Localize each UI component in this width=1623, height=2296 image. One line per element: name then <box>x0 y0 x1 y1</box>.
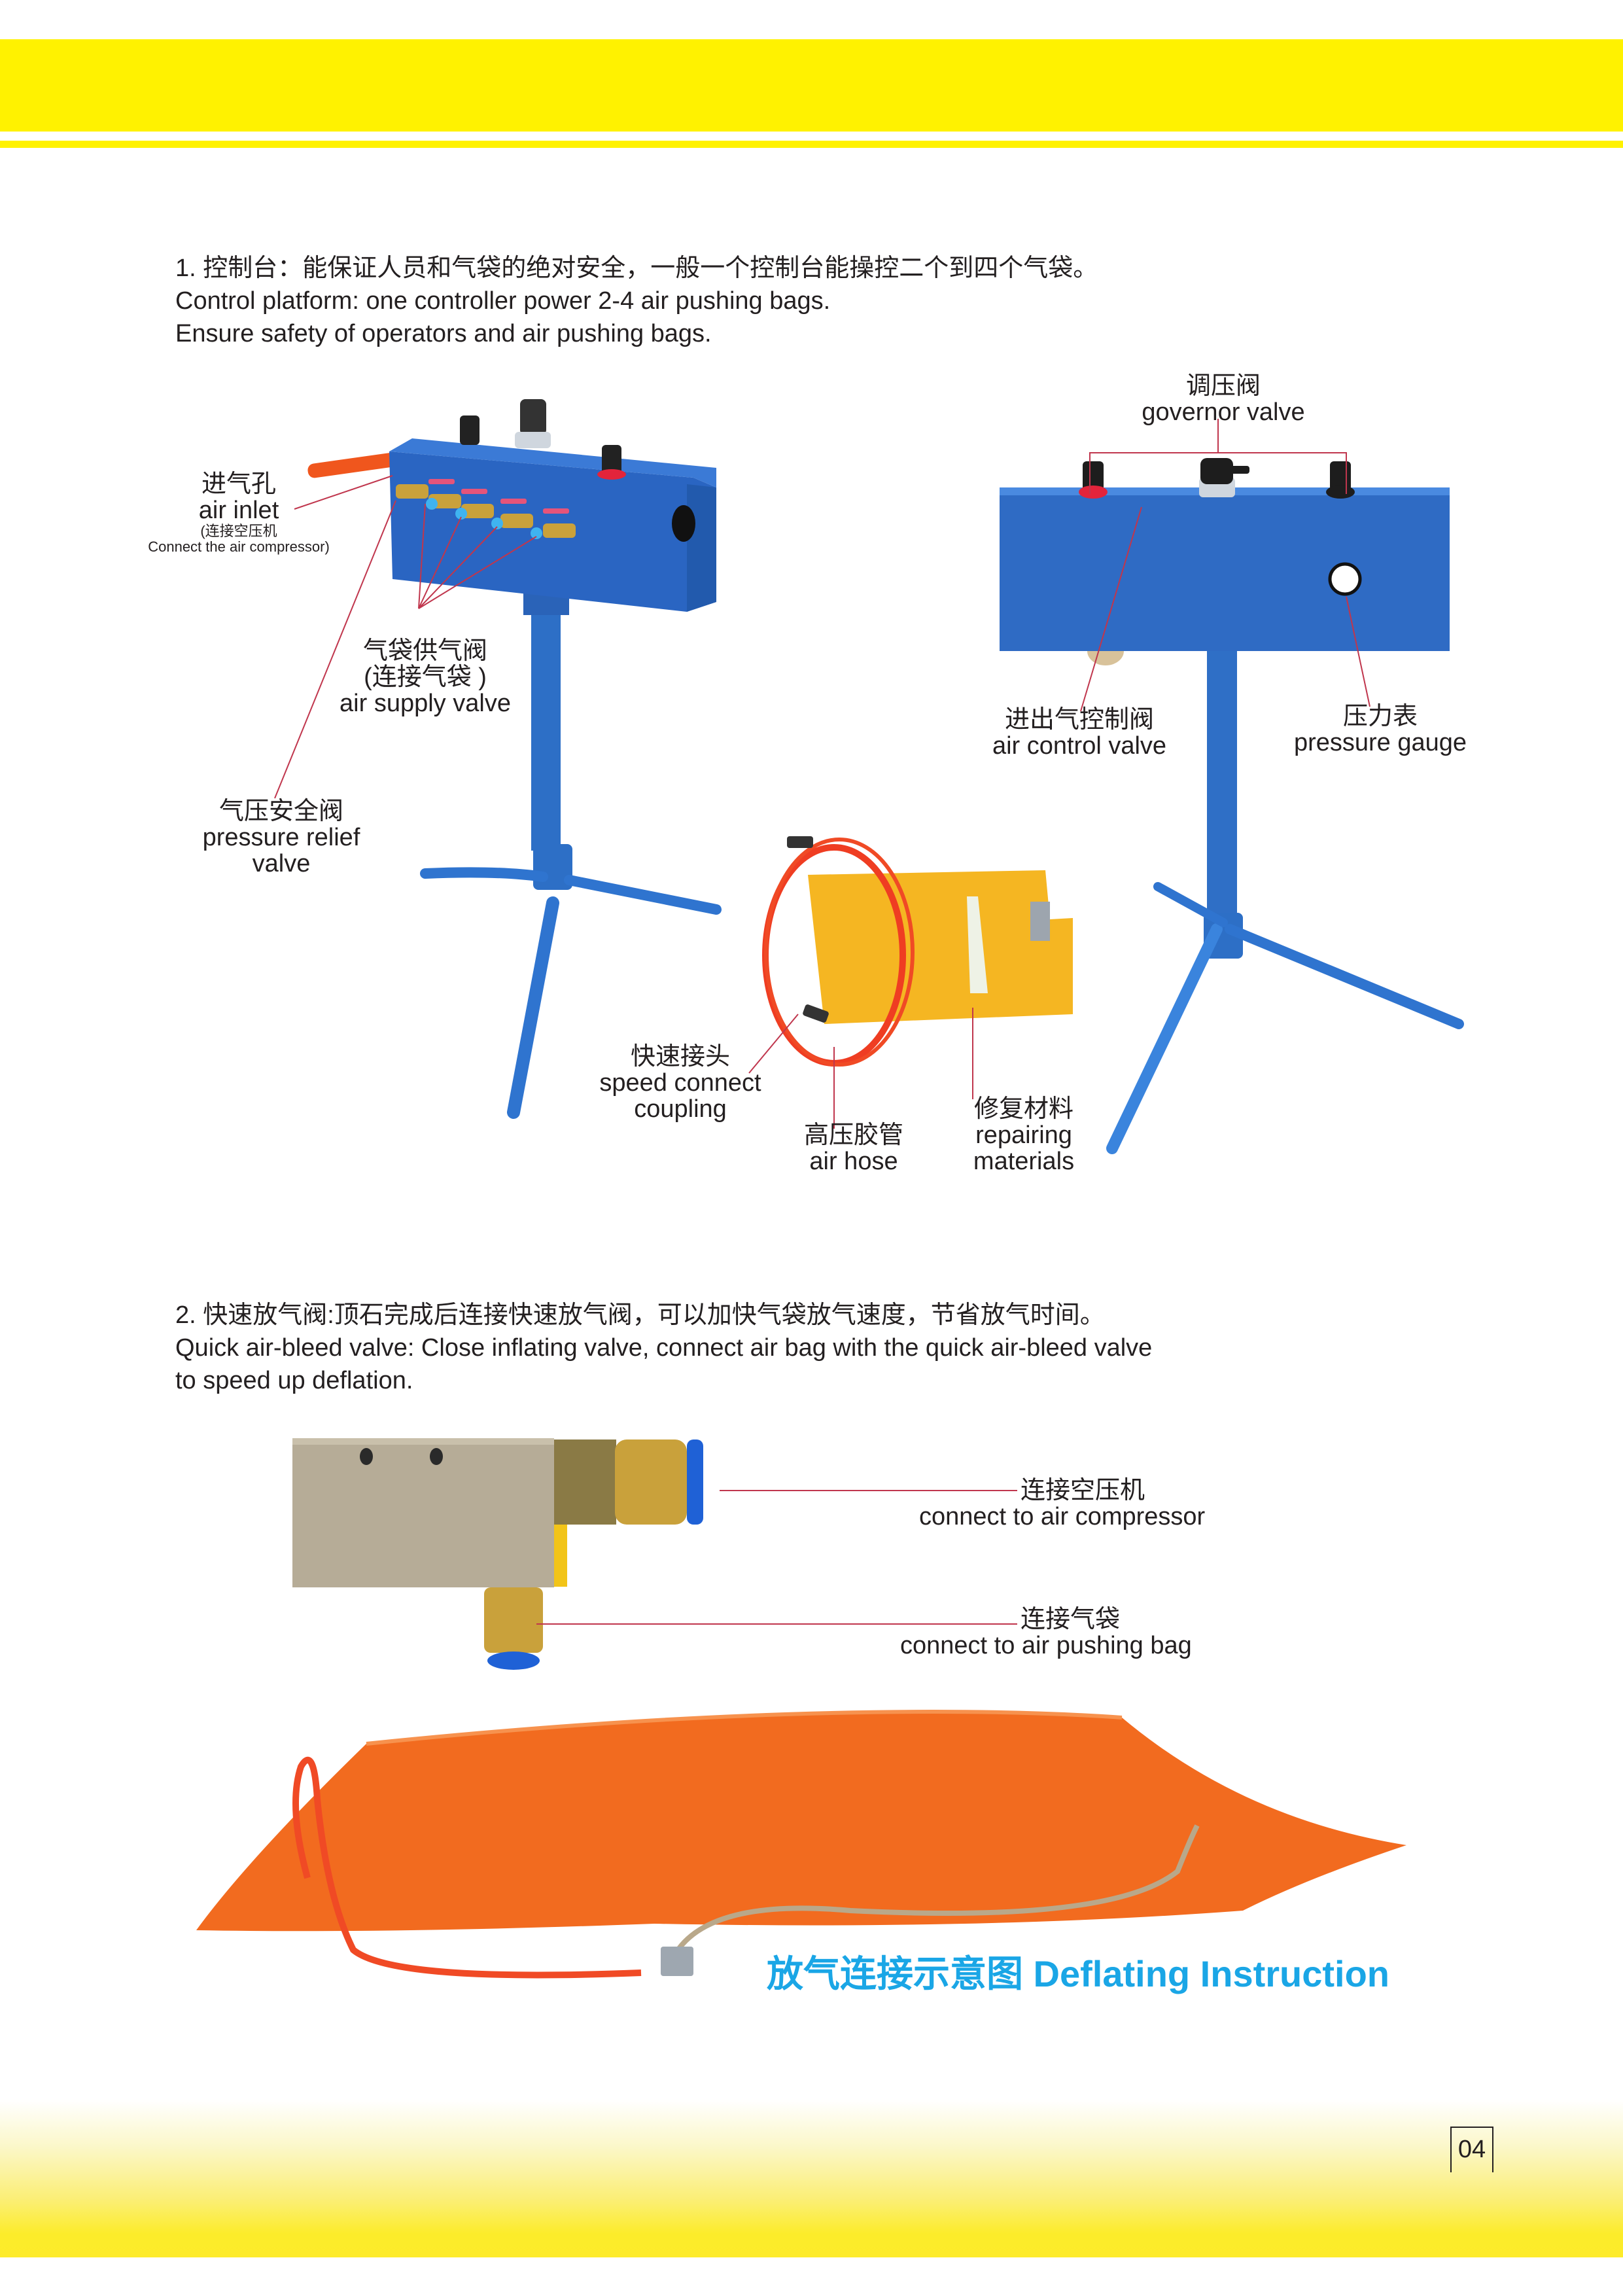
label-connect-compressor: 连接空压机 connect to air compressor <box>919 1477 1206 1530</box>
section2-line1-en: Quick air-bleed valve: Close inflating v… <box>175 1334 1153 1362</box>
label-governor-valve: 调压阀 governor valve <box>1142 372 1305 426</box>
section2-intro: 2. 快速放气阀:顶石完成后连接快速放气阀，可以加快气袋放气速度，节省放气时间。… <box>175 1299 1152 1397</box>
label-speed-connect-coupling: 快速接头 speed connect coupling <box>599 1043 761 1123</box>
label-pressure-gauge: 压力表 pressure gauge <box>1293 703 1467 756</box>
section2-title-cn: 2. 快速放气阀:顶石完成后连接快速放气阀，可以加快气袋放气速度，节省放气时间。 <box>175 1301 1105 1329</box>
label-repairing-materials: 修复材料 repairing materials <box>973 1095 1075 1175</box>
header-band <box>0 39 1623 132</box>
label-pressure-relief-valve: 气压安全阀 pressure relief valve <box>202 798 360 877</box>
deflating-instruction-caption: 放气连接示意图 Deflating Instruction <box>767 1953 1389 1994</box>
header-stripe <box>0 141 1623 148</box>
label-air-supply-valve: 气袋供气阀 (连接气袋 ) air supply valve <box>340 637 511 717</box>
label-air-inlet: 进气孔 air inlet (连接空压机 Connect the air com… <box>148 470 330 555</box>
section2-line2-en: to speed up deflation. <box>175 1367 413 1394</box>
section1-intro: 1. 控制台：能保证人员和气袋的绝对安全，一般一个控制台能操控二个到四个气袋。 … <box>175 252 1098 350</box>
label-connect-bag: 连接气袋 connect to air pushing bag <box>900 1606 1192 1659</box>
page-number: 04 <box>1450 2127 1493 2172</box>
label-air-control-valve: 进出气控制阀 air control valve <box>992 706 1167 760</box>
label-air-hose: 高压胶管 air hose <box>803 1122 903 1175</box>
section1-line2-en: Ensure safety of operators and air pushi… <box>175 320 712 347</box>
footer-band <box>0 2100 1623 2257</box>
section1-line1-en: Control platform: one controller power 2… <box>175 287 831 315</box>
section1-title-cn: 1. 控制台：能保证人员和气袋的绝对安全，一般一个控制台能操控二个到四个气袋。 <box>175 255 1098 282</box>
